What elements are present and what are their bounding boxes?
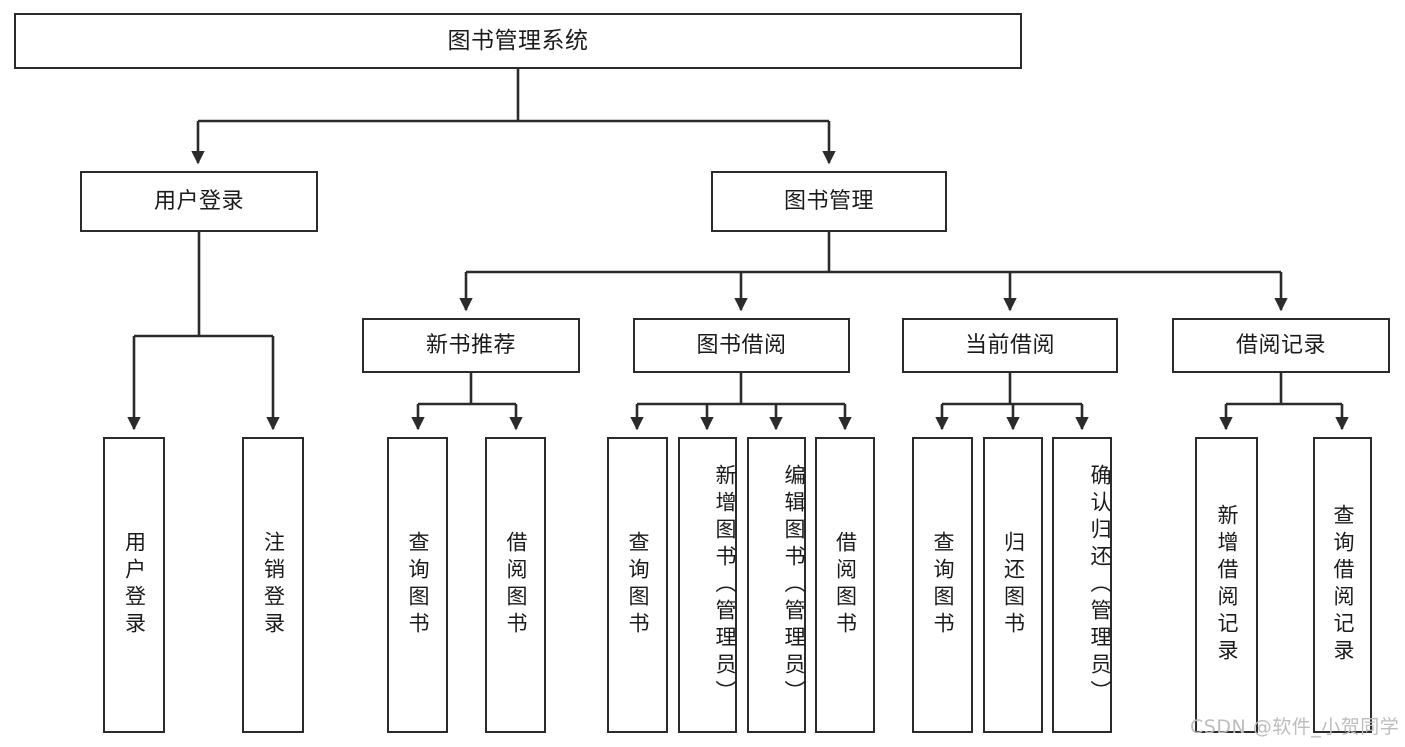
leaf-return-book[interactable]: 归还图书 (983, 437, 1043, 733)
leaf-user-login[interactable]: 用户登录 (103, 437, 165, 733)
node-book-borrow[interactable]: 图书借阅 (633, 318, 850, 373)
leaf-borrow-book-recommend[interactable]: 借阅图书 (485, 437, 546, 733)
csdn-watermark: CSDN @软件_小贺同学 (1190, 716, 1400, 738)
node-current-borrow[interactable]: 当前借阅 (902, 318, 1118, 373)
leaf-user-logout[interactable]: 注销登录 (242, 437, 304, 733)
leaf-add-book-admin[interactable]: 新增图书（管理员） (678, 437, 737, 733)
node-borrow-record[interactable]: 借阅记录 (1172, 318, 1390, 373)
leaf-query-book-recommend[interactable]: 查询图书 (387, 437, 448, 733)
leaf-query-book-borrow[interactable]: 查询图书 (607, 437, 668, 733)
node-book-manage[interactable]: 图书管理 (711, 171, 947, 232)
leaf-borrow-book[interactable]: 借阅图书 (815, 437, 875, 733)
node-user-login[interactable]: 用户登录 (80, 171, 318, 232)
leaf-query-borrow-record[interactable]: 查询借阅记录 (1313, 437, 1372, 733)
leaf-edit-book-admin[interactable]: 编辑图书（管理员） (747, 437, 806, 733)
node-new-book-recommend[interactable]: 新书推荐 (362, 318, 580, 373)
leaf-query-book-current[interactable]: 查询图书 (912, 437, 973, 733)
leaf-confirm-return-admin[interactable]: 确认归还（管理员） (1052, 437, 1112, 733)
node-root-system[interactable]: 图书管理系统 (14, 13, 1022, 69)
leaf-add-borrow-record[interactable]: 新增借阅记录 (1195, 437, 1258, 733)
